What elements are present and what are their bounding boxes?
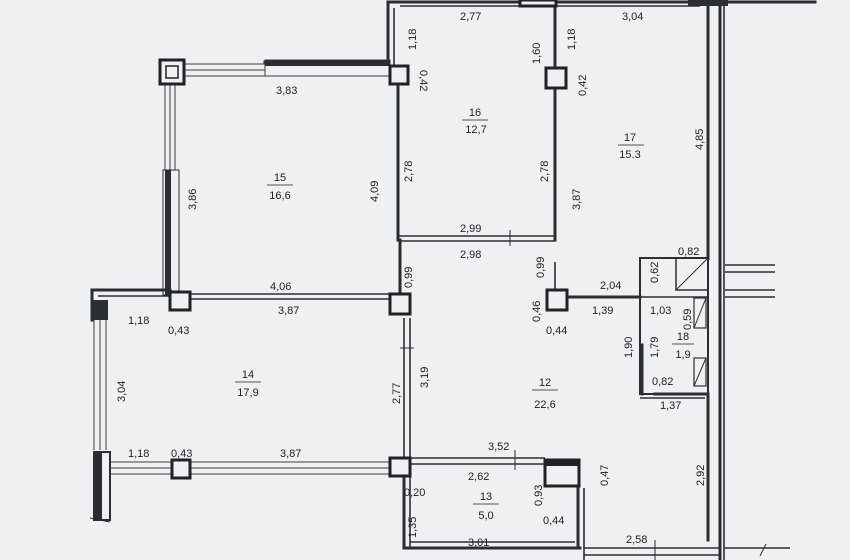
dim-label: 0,44 (546, 325, 567, 337)
dim-label: 2,77 (460, 11, 481, 23)
room-16-number: 16 (469, 107, 481, 119)
dim-label: 4,85 (694, 129, 706, 150)
room-18-number: 18 (677, 331, 689, 343)
dim-label: 0,20 (404, 487, 425, 499)
dim-label: 0,44 (543, 515, 564, 527)
dim-label: 0,43 (171, 448, 192, 460)
dim-label: 0,82 (652, 376, 673, 388)
dim-label: 0,93 (533, 485, 545, 506)
room-17-label: 17 15.3 (618, 132, 644, 161)
dim-label: 0,42 (577, 75, 589, 96)
room-17-area: 15.3 (619, 149, 640, 161)
room-16-area: 12,7 (465, 124, 486, 136)
dim-label: 0,82 (678, 246, 699, 258)
dim-label: 3,87 (571, 189, 583, 210)
dim-label: 2,78 (403, 161, 415, 182)
dim-label: 1,18 (128, 315, 149, 327)
dim-label: 2,92 (695, 465, 707, 486)
dim-label: 1,18 (407, 29, 419, 50)
dim-label: 0,59 (682, 309, 694, 330)
dim-label: 1,37 (660, 400, 681, 412)
dim-label: 0,99 (535, 257, 547, 278)
dim-label: 3,87 (280, 448, 301, 460)
room-14-number: 14 (242, 369, 254, 381)
room-14-area: 17,9 (237, 387, 258, 399)
room-12-label: 12 22,6 (532, 377, 558, 411)
dim-label: 4,06 (270, 281, 291, 293)
dim-label: 3,04 (116, 381, 128, 402)
dim-label: 2,77 (391, 383, 403, 404)
dim-label: 1,79 (649, 337, 661, 358)
dim-label: 3,01 (468, 537, 489, 549)
dim-label: 1,39 (592, 305, 613, 317)
dim-label: 3,87 (278, 305, 299, 317)
dim-label: 0,99 (403, 267, 415, 288)
dim-label: 1,18 (566, 29, 578, 50)
dim-label: 3,19 (419, 367, 431, 388)
dim-label: 1,90 (623, 337, 635, 358)
dim-label: 2,62 (468, 471, 489, 483)
dim-label: 0,46 (531, 301, 543, 322)
dim-label: 2,98 (460, 249, 481, 261)
dim-label: 3,52 (488, 441, 509, 453)
dim-label: 3,86 (187, 189, 199, 210)
room-12-area: 22,6 (534, 399, 555, 411)
dim-label: 3,04 (622, 11, 643, 23)
room-15-label: 15 16,6 (267, 172, 293, 202)
room-12-number: 12 (539, 377, 551, 389)
room-18-area: 1,9 (675, 349, 690, 361)
dim-label: 1,03 (650, 305, 671, 317)
room-13-area: 5,0 (478, 510, 493, 522)
room-17-number: 17 (624, 132, 636, 144)
pillars (158, 0, 581, 488)
dim-label: 1,18 (128, 448, 149, 460)
dim-label: 0,62 (649, 262, 661, 283)
dim-label: 2,78 (539, 161, 551, 182)
dim-label: 2,04 (600, 280, 621, 292)
dim-label: 1,35 (407, 517, 419, 538)
dim-label: 3,83 (276, 85, 297, 97)
walls (89, 0, 817, 560)
dim-label: 1,60 (531, 43, 543, 64)
dimension-labels: 2,77 3,04 1,18 1,18 1,60 0,42 0,42 3,83 … (116, 11, 707, 549)
room-14-label: 14 17,9 (235, 369, 261, 399)
dim-label: 2,58 (626, 534, 647, 546)
dim-label: 4,09 (369, 181, 381, 202)
room-labels: 16 12,7 17 15.3 15 16,6 14 17,9 12 22,6 … (235, 107, 694, 522)
room-18-label: 18 1,9 (672, 331, 694, 361)
room-13-number: 13 (480, 491, 492, 503)
room-13-label: 13 5,0 (473, 491, 499, 522)
dim-label: 2,99 (460, 223, 481, 235)
room-15-number: 15 (274, 172, 286, 184)
dim-label: 0,47 (599, 465, 611, 486)
dim-label: 0,43 (168, 325, 189, 337)
room-16-label: 16 12,7 (462, 107, 488, 136)
dim-label: 0,42 (417, 70, 429, 91)
room-15-area: 16,6 (269, 190, 290, 202)
